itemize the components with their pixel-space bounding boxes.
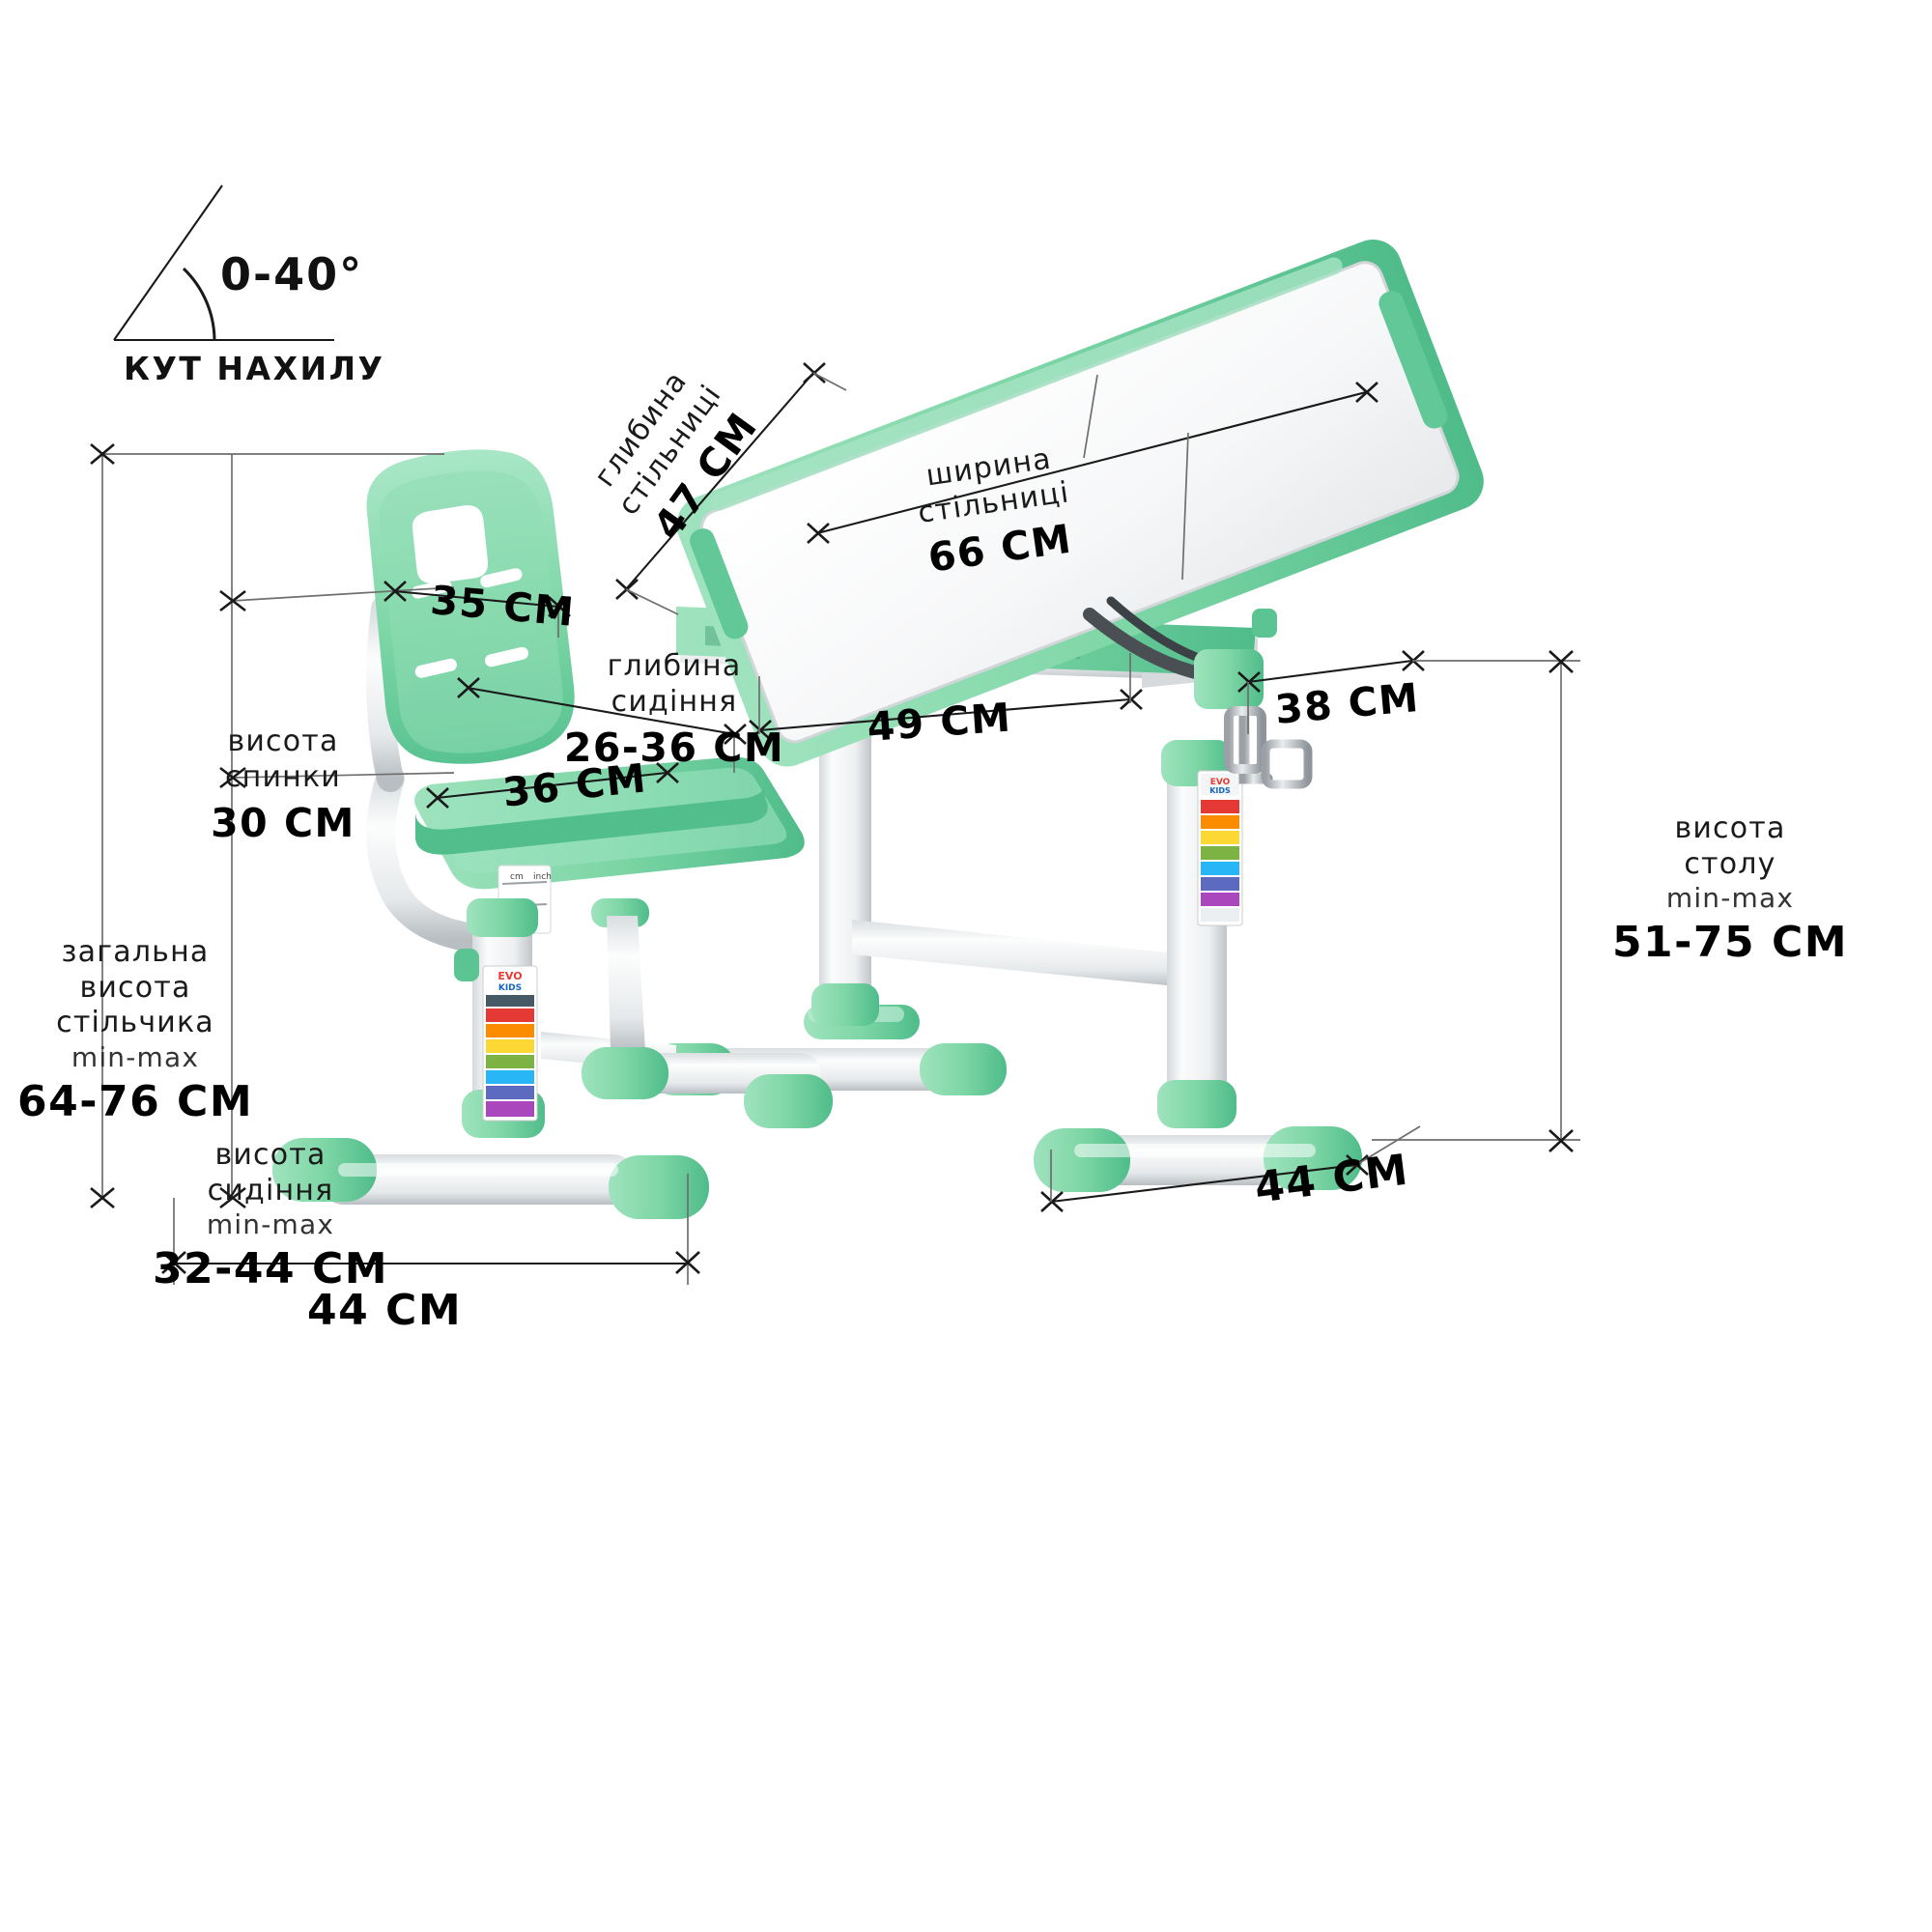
chair-illustration: cm inch EVO KIDS (272, 449, 833, 1219)
desk-illustration: EVO KIDS (649, 239, 1484, 1192)
tilt-angle-caption: КУТ НАХИЛУ (124, 350, 385, 387)
chair-backrest (366, 449, 575, 764)
dimension-seat-depth: глибина сидіння 26-36 СМ (563, 649, 785, 772)
desk-crank-handle (1224, 706, 1313, 789)
dimension-chair-base-width: 44 СМ (307, 1286, 463, 1335)
desk-side-knob (1252, 609, 1277, 638)
chair-base-rear (582, 1047, 833, 1128)
angle-icon (113, 185, 334, 342)
chair-brand-sticker: EVO KIDS (482, 965, 538, 1122)
desk-tilt-bracket (1083, 596, 1264, 709)
svg-text:EVO: EVO (497, 970, 522, 982)
chair-footrest (541, 898, 676, 1072)
svg-text:EVO: EVO (1210, 778, 1231, 787)
tilt-angle-value: 0-40° (220, 248, 364, 300)
desk-base-front (1034, 1126, 1362, 1192)
dimension-seat-height: висота сидіння min-max 32-44 СМ (152, 1138, 389, 1294)
svg-text:KIDS: KIDS (1209, 786, 1231, 795)
chair-base-front (272, 1138, 709, 1219)
chair-seat (414, 756, 805, 890)
svg-text:KIDS: KIDS (498, 983, 522, 993)
desk-brand-sticker: EVO KIDS (1197, 770, 1243, 926)
dimension-chair-total-height: загальна висота стільчика min-max 64-76 … (17, 935, 254, 1126)
svg-text:cm: cm (510, 872, 524, 882)
svg-text:inch: inch (533, 872, 552, 882)
desk-cross-beam (852, 920, 1186, 987)
dimension-desk-height: висота столу min-max 51-75 СМ (1611, 811, 1849, 968)
desk-tabletop (676, 239, 1484, 767)
dimension-lines (90, 362, 1580, 1285)
dimension-desk-frame-width: 49 СМ (866, 694, 1013, 751)
dimension-back-height: висота спинки 30 СМ (211, 724, 355, 847)
